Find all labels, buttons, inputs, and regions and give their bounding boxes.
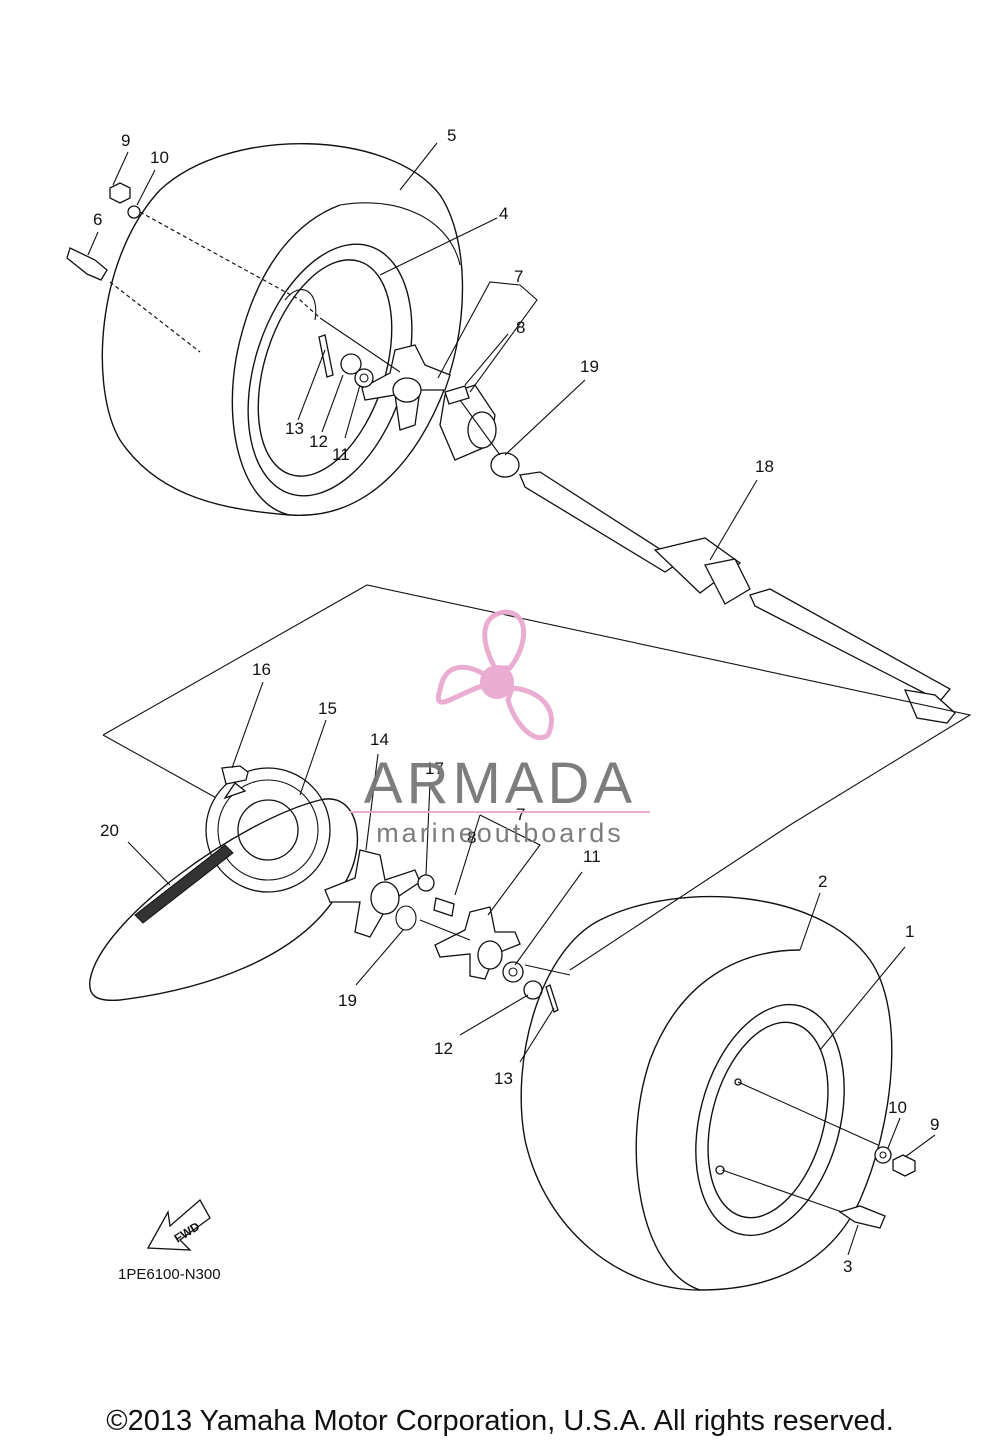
callout-7-lower: 7 xyxy=(516,805,525,824)
diagram-reference-code: 1PE6100-N300 xyxy=(118,1266,221,1283)
rear-axle xyxy=(519,471,956,724)
callout-2: 2 xyxy=(818,872,827,891)
upper-axis-line xyxy=(319,317,501,456)
callout-14: 14 xyxy=(370,730,389,749)
watermark-brand: ARMADA xyxy=(364,751,636,816)
callout-5: 5 xyxy=(447,126,456,145)
callout-1: 1 xyxy=(905,922,914,941)
callout-19-upper: 19 xyxy=(580,357,599,376)
callout-13-upper: 13 xyxy=(285,419,304,438)
callout-9-lower: 9 xyxy=(930,1115,939,1134)
callout-20: 20 xyxy=(100,821,119,840)
sprocket-bolt xyxy=(221,765,249,785)
lower-stud-line xyxy=(737,1081,879,1146)
lower-axis-line xyxy=(419,919,571,976)
upper-valve-dashline xyxy=(109,281,201,353)
lower-hub-flange xyxy=(324,849,421,938)
lower-hub xyxy=(434,906,521,980)
upper-hub xyxy=(361,344,497,461)
upper-left-wheel xyxy=(101,142,464,516)
callout-11-lower: 11 xyxy=(583,847,601,866)
leader-lines xyxy=(87,142,936,1256)
drive-chain xyxy=(88,798,359,1002)
lower-right-wheel xyxy=(520,895,893,1291)
fwd-arrow: FWD xyxy=(146,1198,211,1251)
callout-10-upper: 10 xyxy=(150,148,169,167)
callout-6: 6 xyxy=(93,210,102,229)
propeller-logo-icon xyxy=(436,609,555,740)
callout-13-lower: 13 xyxy=(494,1069,513,1088)
callout-16: 16 xyxy=(252,660,271,679)
callout-7-upper: 7 xyxy=(514,267,523,286)
assembly-outline xyxy=(102,584,972,971)
callout-9-upper: 9 xyxy=(121,131,130,150)
callout-3: 3 xyxy=(843,1257,852,1276)
lower-valve-line xyxy=(721,1169,843,1213)
copyright-notice: ©2013 Yamaha Motor Corporation, U.S.A. A… xyxy=(106,1405,894,1437)
callout-19-lower: 19 xyxy=(338,991,357,1010)
callout-12-upper: 12 xyxy=(309,432,328,451)
upper-small-parts xyxy=(66,182,520,478)
upper-stud-dashline xyxy=(139,211,321,319)
callout-12-lower: 12 xyxy=(434,1039,453,1058)
armada-watermark: ARMADA marineoutboards xyxy=(350,609,650,848)
callout-4: 4 xyxy=(499,204,508,223)
watermark-tagline: marineoutboards xyxy=(376,818,624,848)
lower-right-small-parts xyxy=(838,1146,916,1229)
callout-11-upper: 11 xyxy=(332,445,350,464)
callout-8-lower: 8 xyxy=(467,828,476,847)
callout-15: 15 xyxy=(318,699,337,718)
callout-18: 18 xyxy=(755,457,774,476)
callout-10-lower: 10 xyxy=(888,1098,907,1117)
callout-17: 17 xyxy=(425,759,444,778)
callout-labels: 1 2 3 4 5 6 7 7 8 8 9 9 10 10 11 11 12 1… xyxy=(93,126,939,1276)
callout-8-upper: 8 xyxy=(516,318,525,337)
sprocket xyxy=(205,767,331,893)
